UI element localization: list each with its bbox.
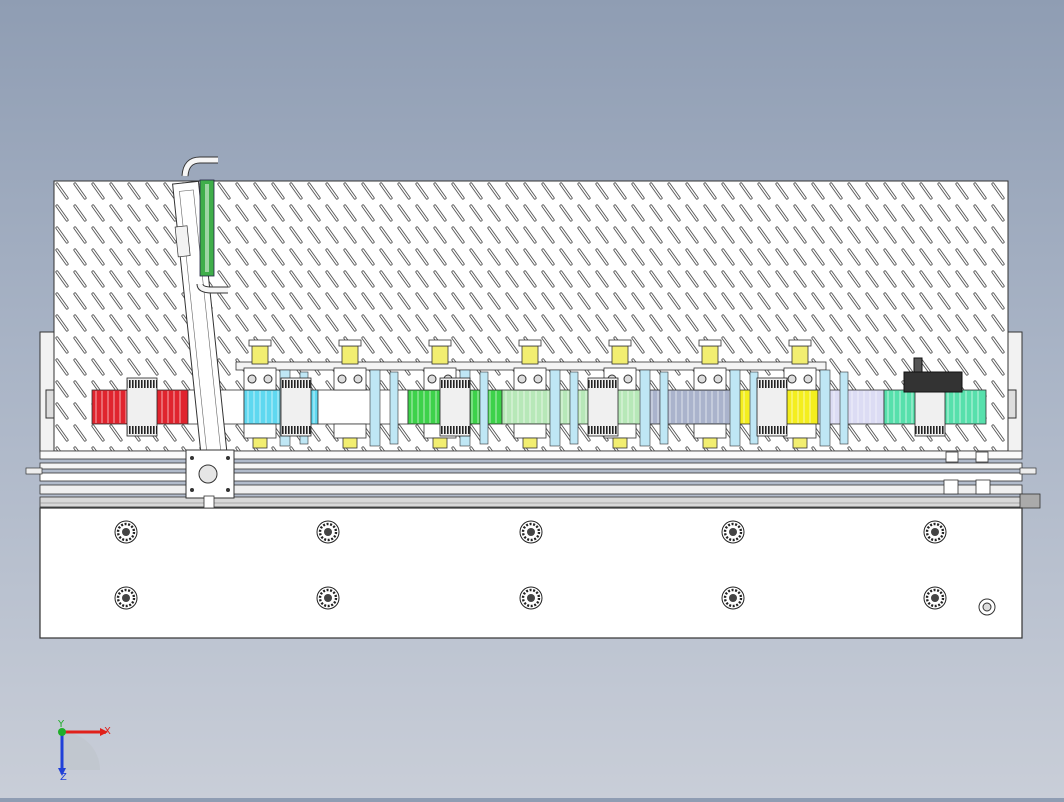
y-axis-label: Y <box>57 719 65 730</box>
conveyor-belt <box>91 389 987 425</box>
bolt-icon <box>316 520 340 544</box>
toothed-roller <box>587 377 619 437</box>
tilted-arm-assembly <box>172 156 235 509</box>
bolt-icon <box>721 520 745 544</box>
toothed-roller <box>439 377 471 437</box>
coordinate-triad: X Y Z <box>57 719 111 783</box>
x-arrow-icon <box>100 728 108 736</box>
base-plate-bolts <box>114 520 947 610</box>
bolt-icon <box>114 586 138 610</box>
bolt-icon <box>923 520 947 544</box>
z-arrow-icon <box>58 768 66 776</box>
y-axis-icon <box>58 728 66 736</box>
cylinder-unit <box>693 339 759 449</box>
linear-guide-rails <box>25 450 1041 509</box>
bolt-icon <box>721 586 745 610</box>
z-axis-label: Z <box>60 772 67 783</box>
bolt-icon <box>519 520 543 544</box>
belt-segment <box>501 389 553 425</box>
bolt-icon <box>316 586 340 610</box>
x-axis-label: X <box>104 726 111 737</box>
drive-motor <box>903 371 963 393</box>
indicator-knob <box>978 598 996 616</box>
toothed-roller <box>126 377 158 437</box>
cylinder-unit <box>333 339 399 449</box>
bolt-icon <box>114 520 138 544</box>
clamp-units <box>126 339 963 449</box>
bolt-icon <box>923 586 947 610</box>
toothed-roller <box>756 377 788 437</box>
cylinder-unit <box>513 339 579 449</box>
bolt-icon <box>519 586 543 610</box>
cylinder-unit <box>783 339 849 449</box>
toothed-roller <box>280 377 312 437</box>
